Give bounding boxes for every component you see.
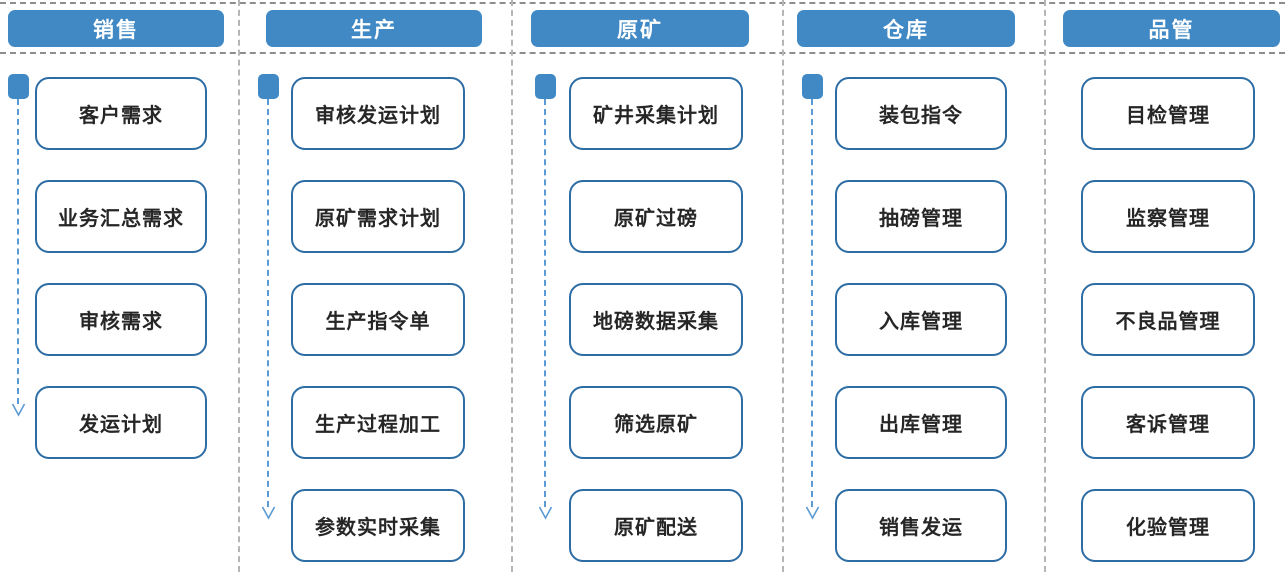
task-box[interactable]: 客户需求 <box>35 77 207 150</box>
flow-arrowhead-sales <box>11 403 26 418</box>
task-box[interactable]: 入库管理 <box>835 283 1007 356</box>
task-box[interactable]: 原矿过磅 <box>569 180 743 253</box>
top-divider <box>0 2 1285 4</box>
task-box[interactable]: 监察管理 <box>1081 180 1255 253</box>
flow-start-marker-raw-ore <box>535 74 556 99</box>
flow-connector-production <box>267 99 271 507</box>
task-box[interactable]: 原矿配送 <box>569 489 743 562</box>
lane-header-raw-ore: 原矿 <box>531 10 749 47</box>
flow-arrowhead-production <box>261 506 276 521</box>
task-box[interactable]: 抽磅管理 <box>835 180 1007 253</box>
task-box[interactable]: 生产过程加工 <box>291 386 465 459</box>
lane-divider-4 <box>1044 0 1046 572</box>
task-box[interactable]: 地磅数据采集 <box>569 283 743 356</box>
flow-start-marker-warehouse <box>802 74 823 99</box>
flow-connector-warehouse <box>811 99 815 507</box>
task-box[interactable]: 矿井采集计划 <box>569 77 743 150</box>
task-box[interactable]: 筛选原矿 <box>569 386 743 459</box>
lane-divider-1 <box>238 0 240 572</box>
task-box[interactable]: 销售发运 <box>835 489 1007 562</box>
lane-header-warehouse: 仓库 <box>797 10 1015 47</box>
flow-connector-raw-ore <box>544 99 548 507</box>
task-box[interactable]: 不良品管理 <box>1081 283 1255 356</box>
lane-header-quality: 品管 <box>1063 10 1280 47</box>
lane-header-sales: 销售 <box>8 10 224 47</box>
task-box[interactable]: 目检管理 <box>1081 77 1255 150</box>
task-box[interactable]: 生产指令单 <box>291 283 465 356</box>
flow-arrowhead-warehouse <box>805 506 820 521</box>
lane-header-production: 生产 <box>266 10 482 47</box>
flow-start-marker-sales <box>8 74 29 99</box>
task-box[interactable]: 业务汇总需求 <box>35 180 207 253</box>
task-box[interactable]: 原矿需求计划 <box>291 180 465 253</box>
flow-arrowhead-raw-ore <box>538 506 553 521</box>
flow-connector-sales <box>17 99 21 404</box>
header-divider <box>0 52 1285 54</box>
task-box[interactable]: 审核发运计划 <box>291 77 465 150</box>
task-box[interactable]: 出库管理 <box>835 386 1007 459</box>
task-box[interactable]: 审核需求 <box>35 283 207 356</box>
lane-divider-3 <box>782 0 784 572</box>
task-box[interactable]: 参数实时采集 <box>291 489 465 562</box>
flow-start-marker-production <box>258 74 279 99</box>
task-box[interactable]: 装包指令 <box>835 77 1007 150</box>
lane-divider-2 <box>511 0 513 572</box>
task-box[interactable]: 客诉管理 <box>1081 386 1255 459</box>
task-box[interactable]: 化验管理 <box>1081 489 1255 562</box>
task-box[interactable]: 发运计划 <box>35 386 207 459</box>
